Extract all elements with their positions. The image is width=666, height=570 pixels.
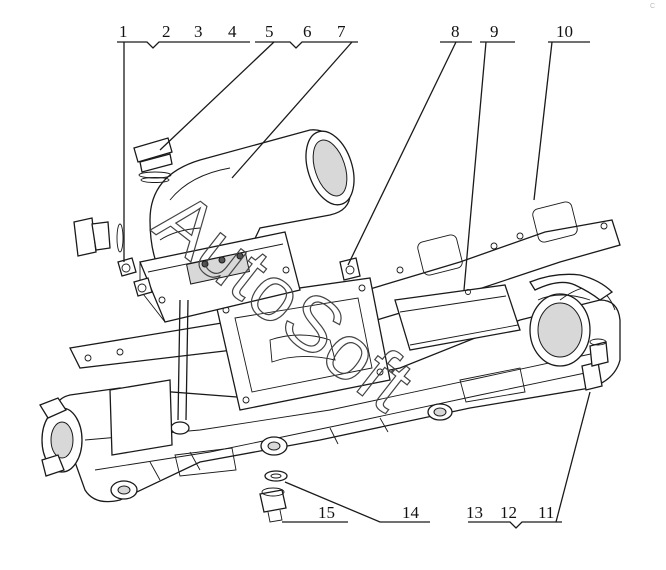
callout-leaders bbox=[117, 41, 591, 529]
callout-11: 11 bbox=[538, 503, 554, 522]
callout-labels-top: 1 2 3 4 5 6 7 8 9 10 bbox=[119, 22, 573, 41]
nut-14 bbox=[264, 470, 288, 482]
callout-1: 1 bbox=[119, 22, 128, 41]
callout-10: 10 bbox=[556, 22, 573, 41]
callout-8: 8 bbox=[451, 22, 460, 41]
callout-13: 13 bbox=[466, 503, 483, 522]
callout-6: 6 bbox=[303, 22, 312, 41]
callout-2: 2 bbox=[162, 22, 171, 41]
corner-mark: C bbox=[650, 3, 655, 10]
callout-14: 14 bbox=[402, 503, 420, 522]
heat-shield-panel-9 bbox=[394, 284, 521, 351]
callout-labels-bottom: 15 14 13 12 11 bbox=[318, 503, 554, 522]
sensor-assembly-5 bbox=[133, 137, 173, 183]
fitting-assembly-11-13 bbox=[581, 338, 609, 391]
callout-15: 15 bbox=[318, 503, 335, 522]
flange-gasket-center bbox=[214, 277, 391, 411]
exhaust-manifold-body bbox=[39, 273, 621, 503]
callout-9: 9 bbox=[490, 22, 499, 41]
callout-12: 12 bbox=[500, 503, 517, 522]
fastener-set-left bbox=[73, 217, 153, 297]
callout-5: 5 bbox=[265, 22, 274, 41]
plug-bolt-15 bbox=[259, 487, 287, 523]
callout-7: 7 bbox=[337, 22, 346, 41]
callout-3: 3 bbox=[194, 22, 203, 41]
callout-4: 4 bbox=[228, 22, 237, 41]
support-bracket bbox=[109, 299, 190, 456]
outlet-elbow-pipe bbox=[139, 129, 355, 323]
